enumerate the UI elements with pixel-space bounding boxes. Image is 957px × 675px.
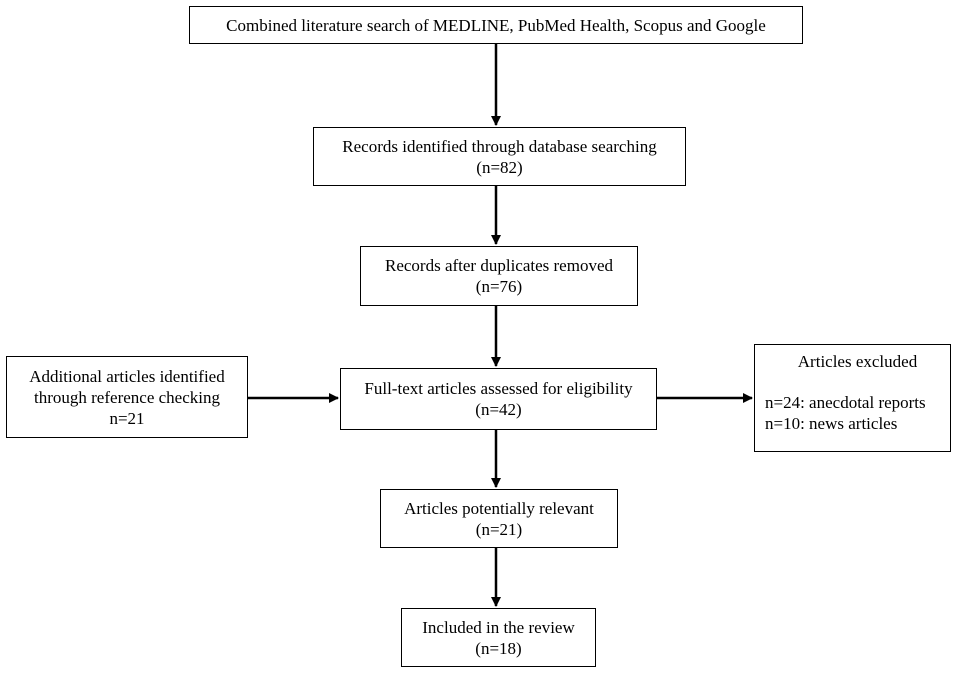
additional-text-2: through reference checking [34, 387, 220, 407]
additional-text-1: Additional articles identified [29, 366, 225, 386]
duplicates-box: Records after duplicates removed (n=76) [360, 246, 638, 306]
identified-text: Records identified through database sear… [342, 136, 657, 156]
fulltext-count: (n=42) [475, 400, 522, 419]
duplicates-count: (n=76) [475, 277, 523, 296]
search-box: Combined literature search of MEDLINE, P… [189, 6, 803, 44]
included-text: Included in the review [422, 617, 575, 637]
excluded-box: Articles excluded n=24: anecdotal report… [754, 344, 951, 452]
fulltext-box: Full-text articles assessed for eligibil… [340, 368, 657, 430]
identified-box: Records identified through database sear… [313, 127, 686, 186]
included-box: Included in the review (n=18) [401, 608, 596, 667]
duplicates-text: Records after duplicates removed [385, 256, 613, 275]
additional-count: n=21 [109, 408, 145, 428]
excluded-title: Articles excluded [797, 352, 918, 371]
relevant-count: (n=21) [475, 519, 523, 539]
excluded-anecdotal: n=24: anecdotal reports [765, 393, 926, 412]
identified-count: (n=82) [476, 157, 523, 177]
excluded-news: n=10: news articles [765, 414, 898, 433]
fulltext-text: Full-text articles assessed for eligibil… [364, 379, 633, 398]
relevant-text: Articles potentially relevant [404, 498, 594, 518]
search-text: Combined literature search of MEDLINE, P… [226, 15, 766, 35]
included-count: (n=18) [475, 638, 522, 658]
additional-box: Additional articles identified through r… [6, 356, 248, 438]
relevant-box: Articles potentially relevant (n=21) [380, 489, 618, 548]
